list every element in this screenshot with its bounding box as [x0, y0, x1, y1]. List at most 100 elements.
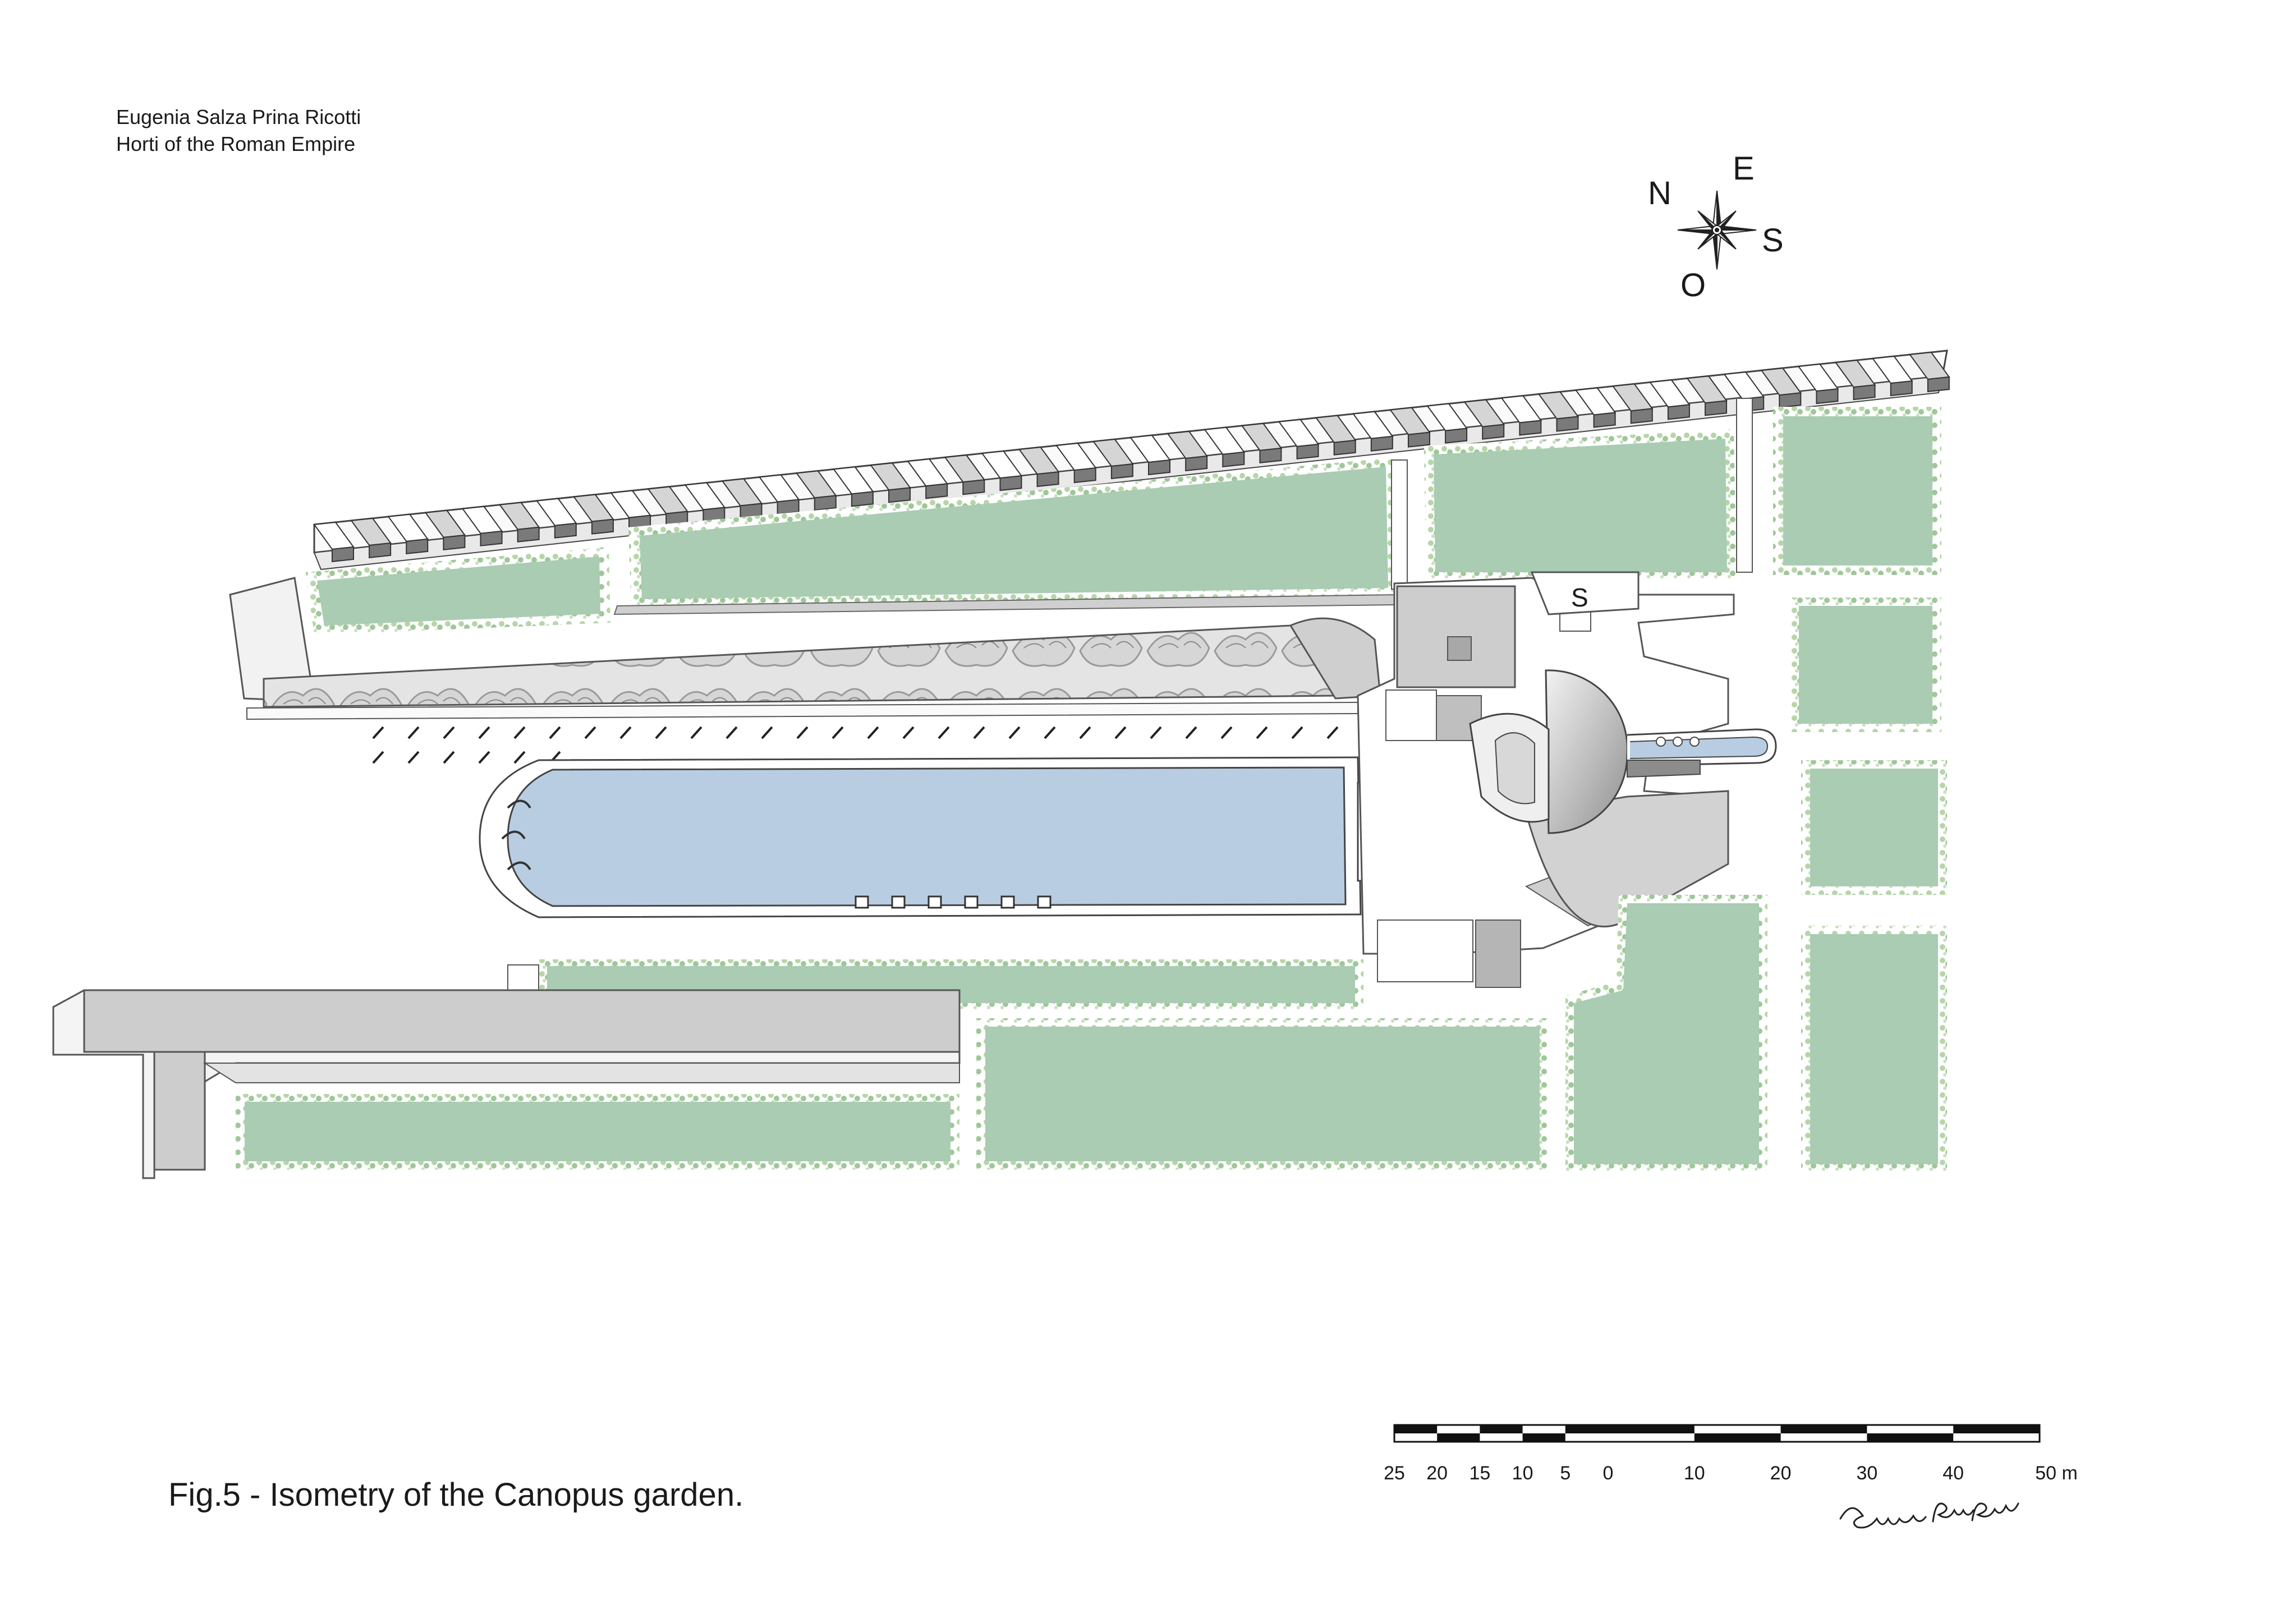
statue [478, 751, 490, 764]
buttress-side [332, 546, 354, 563]
buttress-side [1927, 376, 1950, 393]
scale-bar-label: 10 [1512, 1463, 1533, 1484]
buttress-side [1110, 463, 1133, 480]
buttress-side [851, 491, 874, 507]
scale-bar-label: 10 [1683, 1463, 1705, 1484]
buttress-side [777, 499, 800, 515]
buttress-side [1630, 408, 1653, 424]
scale-bar-segment [1953, 1425, 2040, 1433]
statue [1291, 726, 1303, 739]
statue [584, 726, 596, 739]
statue [372, 726, 384, 739]
scale-bar-label: 5 [1560, 1463, 1571, 1484]
buttress-side [1779, 392, 1802, 408]
statue [443, 751, 455, 764]
buttress-side [962, 479, 985, 495]
south-gardens [236, 959, 1549, 1170]
statue [372, 751, 384, 764]
compass-south-label: S [1762, 222, 1784, 259]
scale-bar-segment [1394, 1425, 1438, 1433]
buttress-side [1890, 380, 1913, 397]
buttress-side [369, 542, 392, 559]
scale-bar [1393, 1424, 2041, 1443]
statue [1044, 726, 1056, 739]
buttress-side [1667, 404, 1690, 420]
buttress-side [1259, 447, 1282, 463]
buttress-side [1482, 424, 1505, 440]
buttress-side [1333, 439, 1356, 456]
scale-bar-segment [1437, 1433, 1480, 1442]
buttress-side [1519, 420, 1542, 436]
scale-bar-segment [1565, 1425, 1608, 1433]
statue [902, 726, 915, 739]
statue [725, 726, 738, 739]
scale-bar-segment [1867, 1433, 1954, 1442]
buttress-side [888, 487, 911, 503]
statue [478, 726, 490, 739]
buttress-side [1073, 467, 1096, 484]
statue [549, 726, 561, 739]
compass-star-icon [1677, 190, 1757, 270]
statue [938, 726, 950, 739]
statue [690, 726, 702, 739]
scale-bar-label: 20 [1426, 1463, 1448, 1484]
buttress-side [443, 534, 466, 550]
scale-bar-segment [1694, 1433, 1781, 1442]
scale-bar-label: 0 [1602, 1463, 1614, 1484]
compass-west-label: O [1680, 267, 1706, 304]
book-title: Horti of the Roman Empire [116, 132, 356, 155]
scale-bar-label: 15 [1469, 1463, 1491, 1484]
buttress-side [1148, 459, 1170, 476]
statue [513, 751, 526, 764]
scale-bar-label: 25 [1384, 1463, 1405, 1484]
canopus-pool [479, 756, 1426, 918]
scale-bar-label: 40 [1943, 1463, 1964, 1484]
buttress-side [1556, 416, 1579, 432]
scale-bar-label: 20 [1770, 1463, 1792, 1484]
statue [761, 726, 773, 739]
statue [1008, 726, 1021, 739]
compass-east-label: E [1733, 150, 1755, 187]
south-building [52, 989, 961, 1179]
statue [973, 726, 985, 739]
compass-north-label: N [1648, 175, 1672, 212]
serapeum-complex [1357, 571, 1777, 988]
buttress-side [1593, 412, 1616, 428]
scale-bar-segment [1608, 1425, 1695, 1433]
buttress-side [1445, 427, 1468, 444]
buttress-side [517, 526, 540, 542]
north-gardens [306, 407, 1941, 635]
east-gardens [1565, 597, 1947, 1173]
statue [1220, 726, 1233, 739]
statue [443, 726, 455, 739]
service-label: S [1571, 583, 1588, 612]
buttress-side [1853, 384, 1876, 401]
buttress-side [1816, 388, 1839, 404]
buttress-side [925, 483, 948, 499]
statue [867, 726, 879, 739]
buttress-side [554, 522, 577, 539]
buttress-side [406, 538, 429, 555]
statue [1326, 726, 1339, 739]
statue [796, 726, 809, 739]
buttress-side [1036, 471, 1059, 488]
buttress-side [1222, 451, 1245, 468]
handwritten-signature [1839, 1502, 2019, 1529]
statue [619, 726, 632, 739]
scale-bar-label: 30 [1856, 1463, 1878, 1484]
statue [655, 726, 667, 739]
scale-bar-label: 50 m [2035, 1463, 2078, 1484]
scale-bar-segment [1480, 1425, 1523, 1433]
buttress-side [1185, 455, 1208, 472]
statue [513, 726, 526, 739]
statue [407, 751, 420, 764]
statue [832, 726, 844, 739]
statue [407, 726, 420, 739]
statue [1150, 726, 1162, 739]
statue [1256, 726, 1268, 739]
buttress-side [1407, 431, 1430, 448]
scale-bar-segment [1780, 1425, 1867, 1433]
author-name: Eugenia Salza Prina Ricotti [116, 105, 361, 128]
statue [1114, 726, 1127, 739]
